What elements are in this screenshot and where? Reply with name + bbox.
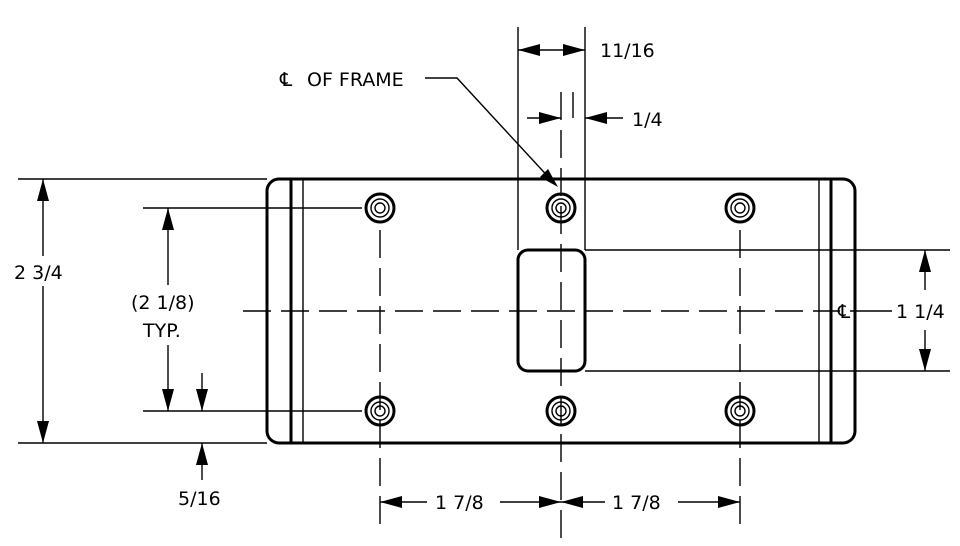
arrowhead [162,208,174,230]
cl-of-frame-label: OF FRAME [307,69,404,91]
arrowhead [539,496,561,508]
arrowhead [196,389,208,411]
dim-label-1-1-4: 1 1/4 [896,301,945,323]
cl-right-symbol: ℄ [837,301,851,323]
arrowhead [37,179,49,201]
arrowhead [561,496,583,508]
dim-label-1-4: 1/4 [632,109,663,131]
arrowhead [718,496,740,508]
dim-label-11-16: 11/16 [600,40,655,62]
arrowhead [919,250,931,272]
dim-label-5-16: 5/16 [178,488,221,510]
dim-label-2-3-4: 2 3/4 [14,262,63,284]
arrowhead [919,349,931,371]
arrowhead [162,389,174,411]
arrowhead [563,44,585,56]
arrowhead [585,112,607,124]
mounting-hole-top-left [364,192,396,224]
dim-label-typ: TYP. [142,320,181,342]
cl-of-frame-leader [425,77,554,183]
dim-label-1-7-8-left: 1 7/8 [435,492,484,514]
arrowhead [539,112,561,124]
cl-of-frame-symbol: ℄ [279,69,293,91]
arrowhead [380,496,402,508]
arrowhead [518,44,540,56]
arrowhead [540,169,558,187]
arrowhead [196,443,208,465]
arrowhead [37,421,49,443]
dim-label-1-7-8-right: 1 7/8 [612,492,661,514]
mounting-hole-top-right [724,192,756,224]
dim-label-2-1-8: (2 1/8) [131,292,195,314]
